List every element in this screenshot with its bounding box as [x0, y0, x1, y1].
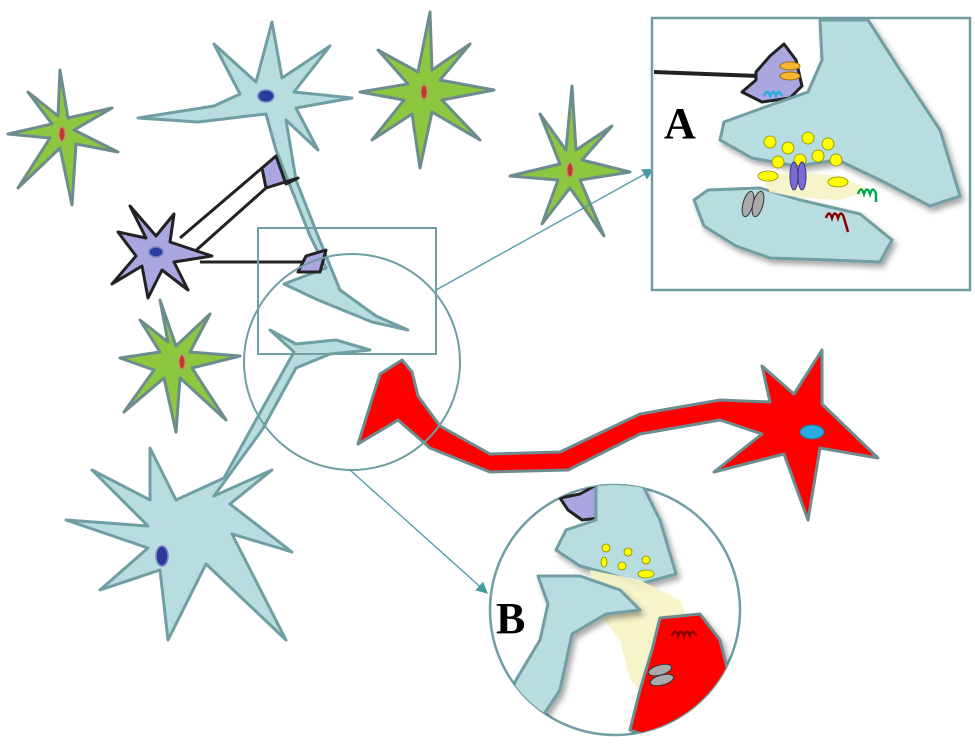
astrocyte-nucleus [566, 162, 574, 178]
ion-channel-grey-b-2 [649, 673, 675, 687]
inset-frame-a-source [257, 227, 437, 355]
arrow-to-panel-a [435, 168, 655, 291]
arrow-to-panel-b [349, 469, 488, 594]
ion-channel-purple [789, 161, 799, 191]
receptor-green-coil [856, 188, 878, 202]
neuron-nucleus [155, 545, 169, 567]
receptor-darkred-coil-b [670, 630, 698, 640]
vesicle-cluster-b [600, 543, 655, 579]
target-neuron-nucleus [799, 424, 825, 440]
neuron-nucleus [257, 89, 275, 103]
neuron-top [136, 20, 410, 332]
target-neuron [356, 348, 880, 522]
ion-channel-purple-2 [797, 161, 807, 191]
neuron-bottom-left [64, 328, 372, 642]
receptor-orange-2 [779, 71, 801, 81]
panel-b [488, 483, 742, 737]
astrocyte-nucleus [58, 126, 66, 142]
astrocyte-right [508, 84, 632, 238]
astrocyte-middle-left [118, 298, 242, 434]
magnifier-circle-b-source [243, 253, 461, 471]
astrocyte-top-center [358, 10, 496, 170]
vesicle-cluster [757, 131, 849, 188]
receptor-orange [779, 61, 801, 71]
panel-b-label: B [496, 594, 526, 643]
panel-a-label: A [664, 99, 696, 148]
astrocyte-top-left [6, 68, 120, 207]
astrocyte-nucleus [178, 354, 186, 370]
receptor-darkred-coil [824, 212, 850, 233]
interneuron-nucleus [148, 246, 164, 258]
astrocyte-nucleus [420, 84, 428, 100]
receptor-blue-coil [762, 90, 784, 100]
ion-channel-grey-2 [751, 190, 765, 218]
panel-a [650, 16, 972, 292]
interneuron [110, 154, 328, 300]
